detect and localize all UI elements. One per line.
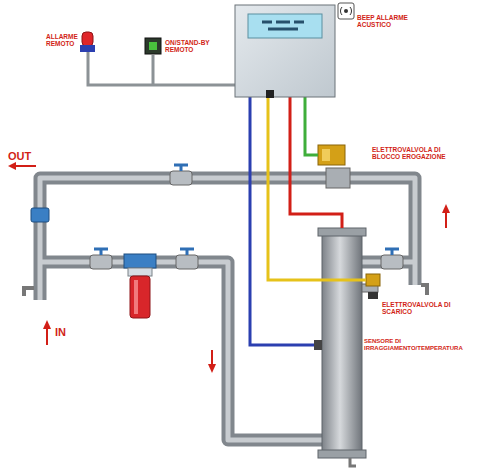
- part-label: ELETTROVALVOLA DI BLOCCO EROGAZIONE: [372, 146, 467, 161]
- uv-sensor: [314, 340, 322, 350]
- drain-solenoid-valve: [362, 274, 380, 299]
- part-label: ALLARME REMOTO: [46, 33, 80, 48]
- drain-tap: [350, 458, 356, 466]
- signal-wire: [88, 52, 235, 85]
- buzzer-icon: [338, 3, 354, 19]
- part-label: ELETTROVALVOLA DI SCARICO: [382, 301, 462, 316]
- chamber-cap: [318, 228, 366, 236]
- ball-valve: [176, 249, 198, 269]
- alarm-beacon: [80, 32, 95, 52]
- uv-chamber: [322, 232, 362, 454]
- control-unit: [235, 5, 335, 98]
- ball-valve: [170, 165, 192, 185]
- part-label: ON/STAND-BY REMOTO: [165, 39, 221, 54]
- chamber-cap: [318, 450, 366, 458]
- standby-button: [145, 38, 161, 54]
- shutoff-solenoid-valve: [318, 145, 350, 188]
- part-label: SENSORE DI IRRAGGIAMENTO/TEMPERATURA: [364, 338, 474, 352]
- ball-valve: [381, 249, 403, 269]
- control-wires: [250, 97, 366, 345]
- sample-tap: [24, 288, 34, 296]
- cartridge-filter: [124, 254, 156, 318]
- flow-label: OUT: [8, 150, 48, 163]
- part-label: BEEP ALLARME ACUSTICO: [357, 14, 417, 29]
- flow-label: IN: [55, 326, 85, 339]
- sample-tap: [421, 285, 427, 295]
- pipe-union: [31, 208, 49, 222]
- ball-valve: [90, 249, 112, 269]
